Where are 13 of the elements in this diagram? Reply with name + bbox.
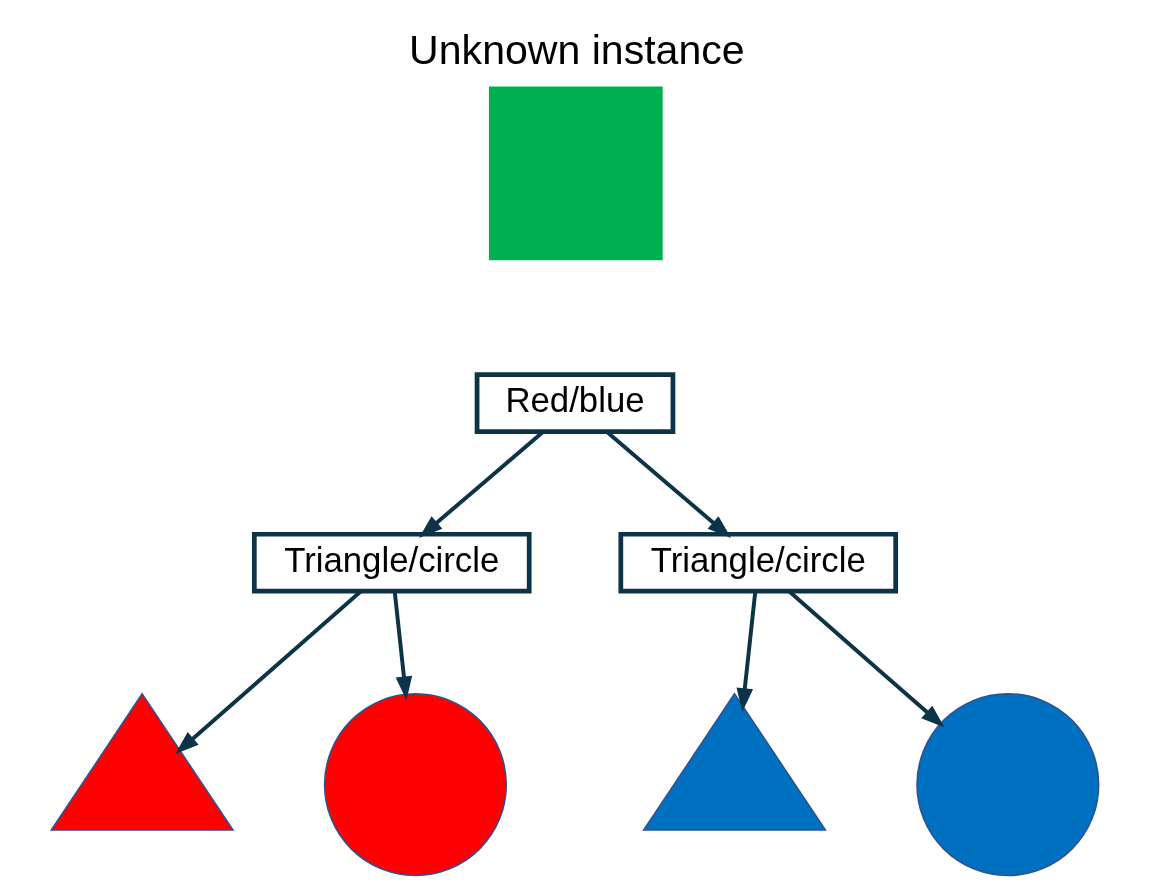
node-triangle (641, 692, 827, 831)
node-box (488, 86, 663, 261)
arrow (392, 591, 412, 701)
node-box: Triangle/circle (251, 531, 532, 594)
node-label: Unknown instance (408, 26, 745, 73)
node-circle (323, 693, 507, 877)
node-box: Red/blue (474, 372, 675, 434)
node-circle (915, 693, 1099, 877)
node-box: Triangle/circle (617, 531, 898, 594)
arrow (174, 590, 362, 755)
arrow (736, 591, 757, 712)
arrow (787, 590, 945, 728)
node-triangle (49, 692, 234, 831)
